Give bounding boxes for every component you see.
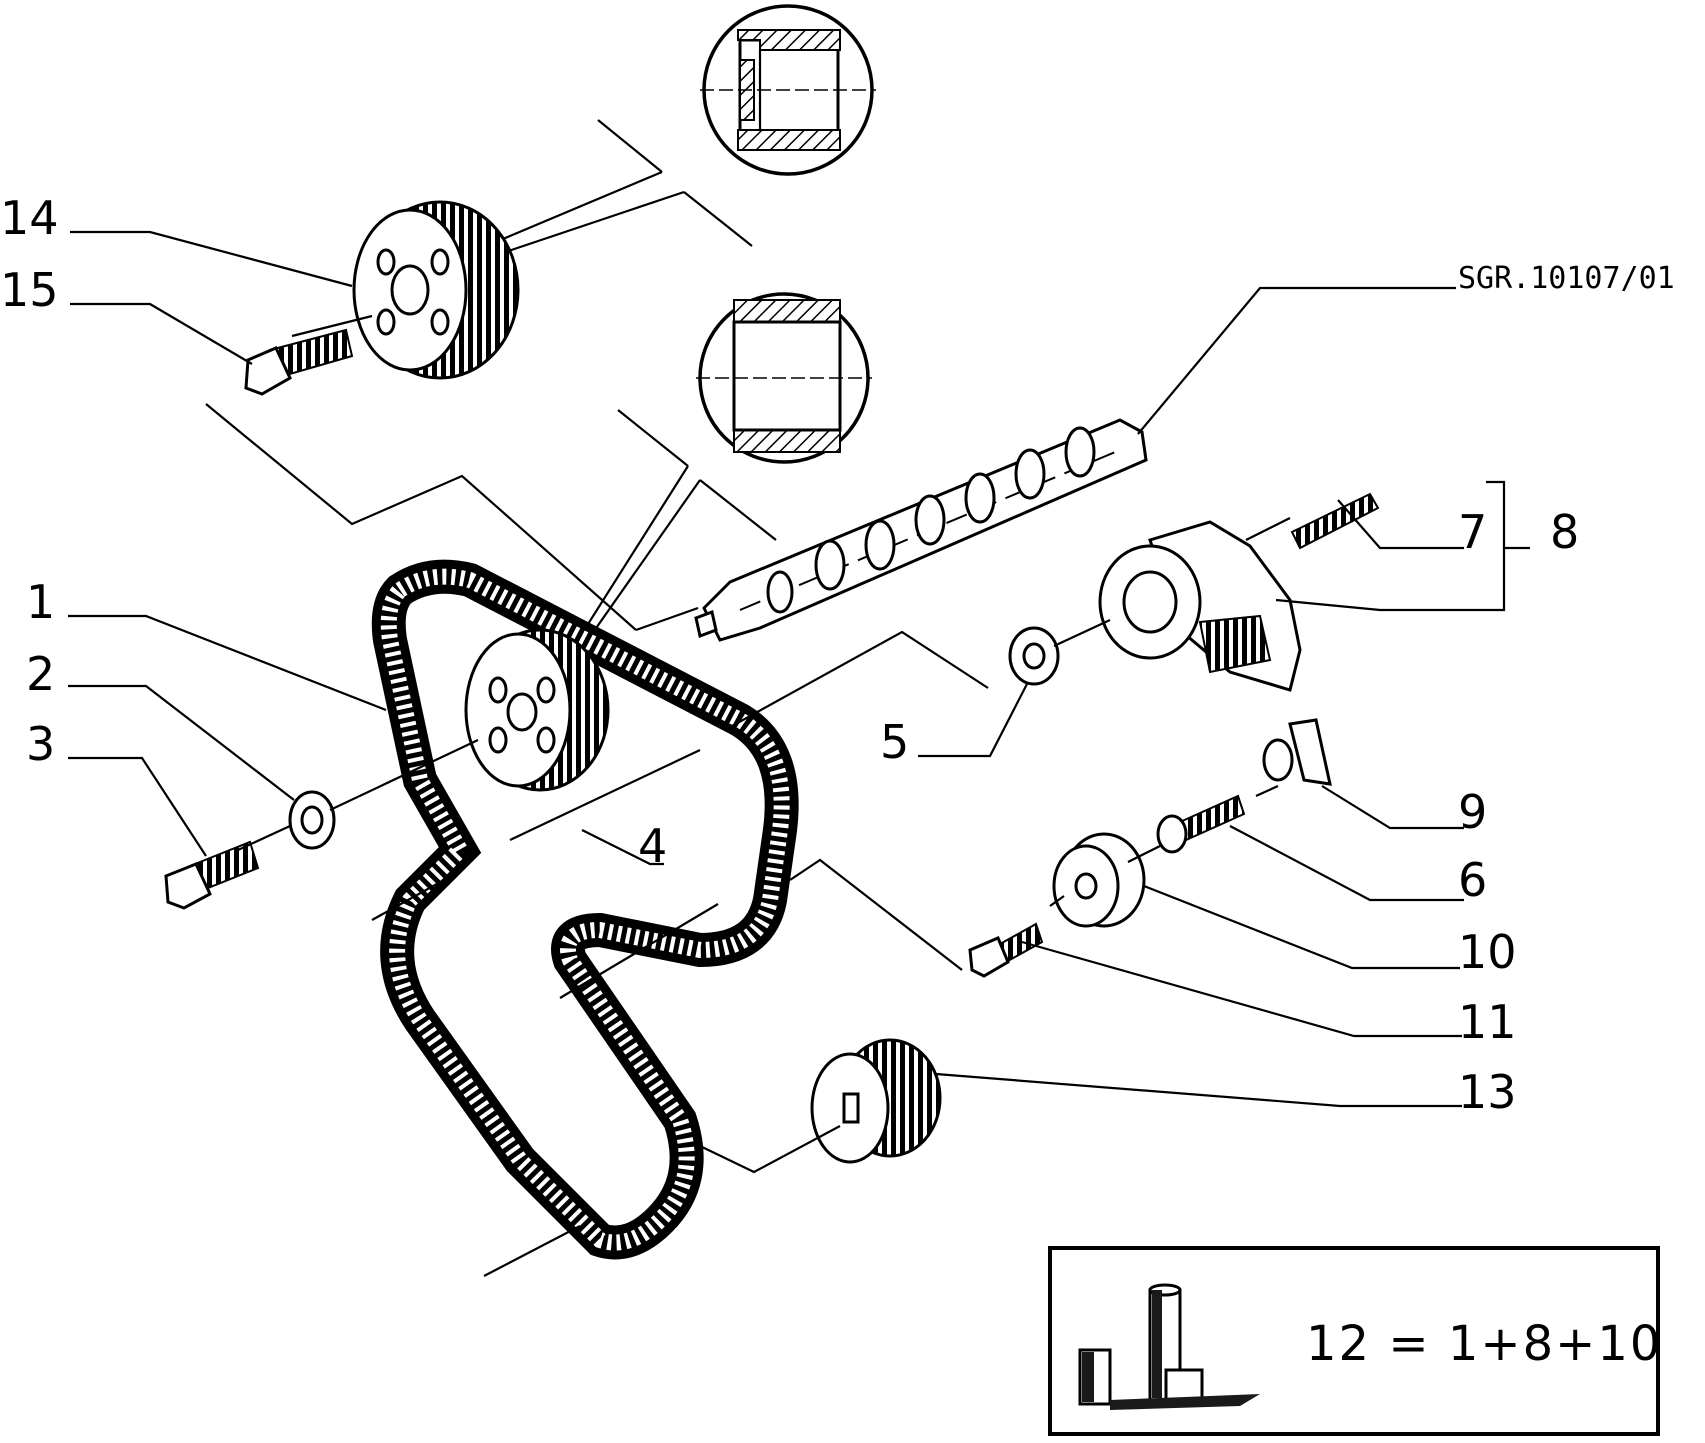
intermediate-pulley	[464, 628, 610, 792]
callout-2: 2	[26, 647, 55, 701]
stud-7	[1290, 492, 1380, 550]
timing-belt	[371, 559, 799, 1260]
callout-6: 6	[1458, 853, 1487, 907]
callout-7: 7	[1458, 505, 1487, 559]
callout-14: 14	[0, 191, 59, 245]
callout-11: 11	[1458, 995, 1517, 1049]
callout-8: 8	[1550, 505, 1579, 559]
camshaft	[694, 418, 1148, 642]
screw-6	[1156, 794, 1246, 854]
kit-box: 12 = 1+8+10	[1048, 1246, 1662, 1436]
pulley-bolt-15	[244, 328, 354, 396]
fiat-parts-icon	[1078, 1283, 1260, 1410]
callout-4: 4	[638, 819, 667, 873]
kit-formula: 12 = 1+8+10	[1306, 1316, 1662, 1372]
bearing-detail-top	[700, 4, 876, 176]
pin-9	[1262, 718, 1332, 786]
callout-leaders	[68, 230, 1530, 1108]
camshaft-pulley	[352, 200, 520, 380]
bolt-3	[164, 840, 260, 910]
idler-pulley	[1052, 832, 1146, 928]
callout-9: 9	[1458, 785, 1487, 839]
belt-tensioner	[1098, 520, 1302, 692]
callout-3: 3	[26, 717, 55, 771]
bearing-detail-bottom	[696, 292, 872, 464]
nut-5	[1008, 626, 1060, 686]
washer-2	[288, 790, 336, 850]
bolt-11	[968, 922, 1044, 978]
callout-15: 15	[0, 263, 59, 317]
callout-10: 10	[1458, 925, 1517, 979]
axis-lines	[205, 314, 1291, 1277]
callout-1: 1	[26, 575, 55, 629]
crankshaft-pulley	[810, 1038, 942, 1164]
drawing-code: SGR.10107/01	[1458, 261, 1675, 296]
callout-5: 5	[880, 715, 909, 769]
callout-13: 13	[1458, 1065, 1517, 1119]
